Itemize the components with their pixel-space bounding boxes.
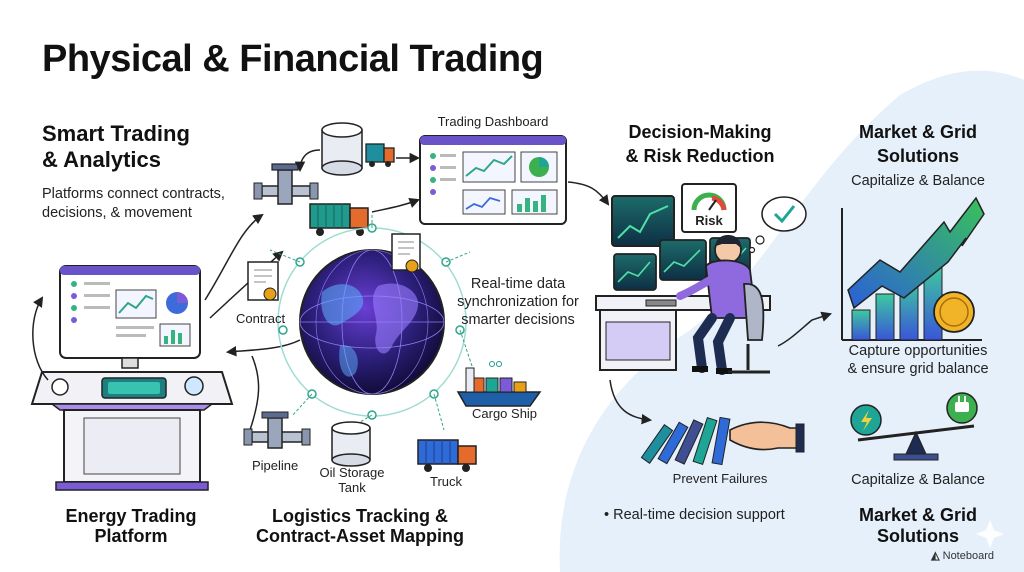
trader-workstation-illustration [595, 183, 807, 375]
noteboard-logo-icon: ◭ [931, 550, 943, 562]
globe-network-illustration [269, 214, 475, 431]
decision-bullet: • Real-time decision support [604, 507, 785, 523]
bottom-pipeline-illustration [243, 411, 311, 449]
watermark: ◭ Noteboard [931, 549, 994, 562]
left-subtitle-line-2: decisions, & movement [42, 205, 192, 221]
contract-document-icon [247, 261, 279, 301]
decision-heading-line-1: Decision-Making [628, 122, 772, 142]
contract-document-icon-2 [391, 233, 421, 273]
cargo-ship-illustration [456, 361, 542, 407]
platform-label-line-1: Energy Trading [65, 506, 197, 526]
growth-chart-illustration [841, 196, 985, 341]
capture-text-line-2: & ensure grid balance [847, 361, 989, 377]
sync-text-line-1: Real-time data [470, 276, 566, 292]
oil-tank-label-line-2: Tank [338, 480, 366, 495]
trading-dashboard-label: Trading Dashboard [437, 114, 549, 129]
left-heading-line-2: & Analytics [42, 147, 162, 172]
energy-trading-platform-illustration [30, 265, 234, 491]
risk-label: Risk [695, 213, 723, 228]
market-bottom-heading-line-1: Market & Grid [858, 505, 978, 525]
balance-scale-illustration [850, 392, 978, 461]
prevent-failures-label: Prevent Failures [672, 471, 768, 486]
dominoes-hand-illustration [640, 416, 805, 466]
market-heading-line-1: Market & Grid [858, 122, 978, 142]
sync-text-line-2: synchronization for [457, 294, 579, 310]
cargo-ship-label: Cargo Ship [472, 406, 538, 421]
oil-tank-label-line-1: Oil Storage [319, 465, 385, 480]
sparkle-icon [976, 520, 1004, 548]
top-truck-small-illustration [365, 143, 395, 167]
bottom-oil-tank-illustration [331, 421, 371, 467]
decision-heading-line-2: & Risk Reduction [625, 146, 775, 166]
market-bottom-heading-line-2: Solutions [877, 526, 959, 546]
bottom-truck-illustration [417, 439, 477, 472]
platform-label-line-2: Platform [94, 526, 168, 546]
top-oil-tank-illustration [321, 122, 363, 176]
page-title: Physical & Financial Trading [42, 38, 544, 80]
capture-text-line-1: Capture opportunities [848, 343, 988, 359]
logistics-label-line-1: Logistics Tracking & [271, 506, 449, 526]
market-subtitle: Capitalize & Balance [851, 173, 985, 189]
contract-label: Contract [236, 311, 286, 326]
balance-label: Capitalize & Balance [851, 472, 985, 488]
left-heading-line-1: Smart Trading [42, 121, 190, 146]
sync-text-line-3: smarter decisions [461, 312, 575, 328]
truck-label: Truck [430, 474, 463, 489]
trading-dashboard-illustration [419, 135, 567, 225]
left-subtitle-line-1: Platforms connect contracts, [42, 186, 225, 202]
watermark-text: Noteboard [942, 550, 994, 562]
top-truck-illustration [309, 203, 369, 236]
top-pipeline-illustration [253, 163, 319, 205]
logistics-label-line-2: Contract-Asset Mapping [255, 526, 464, 546]
pipeline-label: Pipeline [252, 458, 299, 473]
market-heading-line-2: Solutions [877, 146, 959, 166]
